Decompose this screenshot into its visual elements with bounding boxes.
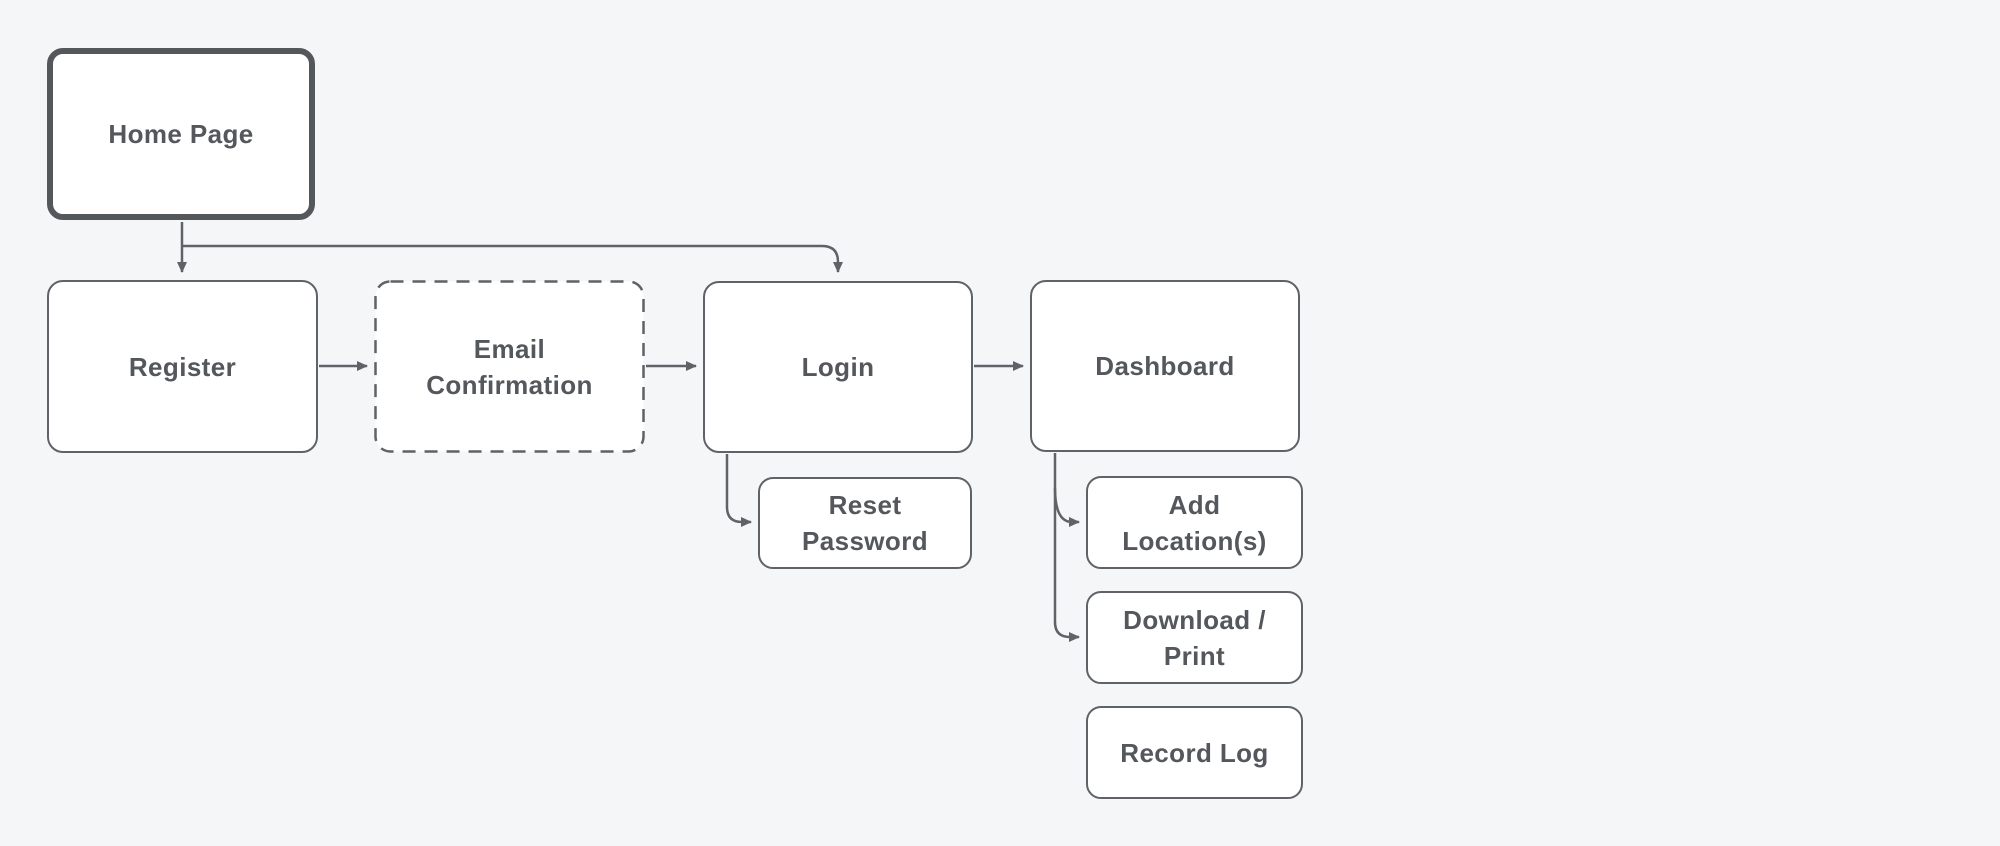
- edge-home-to-login: [182, 244, 843, 273]
- node-login[interactable]: Login: [703, 281, 973, 453]
- node-register-label: Register: [128, 351, 237, 382]
- node-register[interactable]: Register: [47, 280, 318, 453]
- edge-login-to-reset-password: [725, 454, 752, 527]
- node-reset-password-label: Reset Password: [801, 490, 929, 556]
- node-add-locations-label: Add Location(s): [1122, 489, 1267, 556]
- node-add-locations[interactable]: Add Location(s): [1086, 476, 1303, 569]
- node-download-print[interactable]: Download / Print: [1086, 591, 1303, 684]
- edge-dashboard-to-download-print: [1053, 453, 1080, 642]
- node-reset-password[interactable]: Reset Password: [758, 477, 972, 569]
- node-email-confirmation[interactable]: Email Confirmation: [374, 280, 645, 453]
- node-download-print-label: Download / Print: [1123, 604, 1266, 671]
- node-record-log[interactable]: Record Log: [1086, 706, 1303, 799]
- node-email-confirmation-label: Email Confirmation: [426, 333, 593, 400]
- node-home-page-label: Home Page: [108, 119, 254, 149]
- node-dashboard[interactable]: Dashboard: [1030, 280, 1300, 452]
- node-login-label: Login: [801, 352, 875, 382]
- node-home-page[interactable]: Home Page: [47, 48, 315, 220]
- node-dashboard-label: Dashboard: [1095, 351, 1235, 381]
- edge-dashboard-to-add-locations: [1053, 487, 1080, 527]
- node-record-log-label: Record Log: [1120, 737, 1269, 768]
- email-confirmation-dashed-border: [374, 280, 645, 453]
